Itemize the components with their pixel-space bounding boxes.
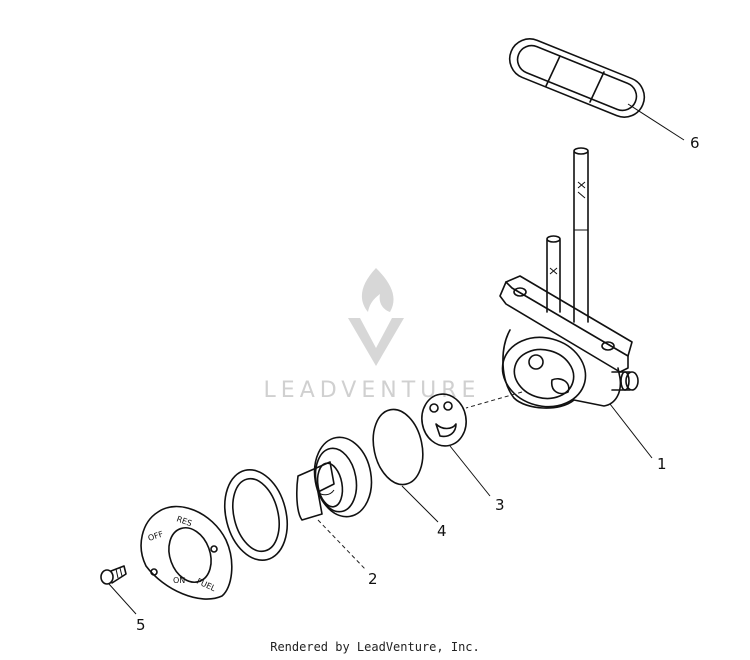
callout-4: 4 [437, 522, 447, 540]
footer-credit: Rendered by LeadVenture, Inc. [270, 640, 480, 654]
leader-lines [108, 103, 685, 615]
watermark-flame-icon [361, 268, 394, 312]
part-6-filter-gasket [508, 38, 646, 118]
part-4-o-ring [372, 408, 424, 486]
callout-2: 2 [368, 570, 378, 588]
watermark-v-icon [348, 318, 404, 366]
callout-5: 5 [136, 616, 146, 634]
fuel-plate: RES OFF ON FUEL [140, 505, 233, 600]
watermark-brand: LEADVENTURE [264, 378, 481, 403]
leadventure-watermark: LEADVENTURE [264, 268, 481, 403]
callout-3: 3 [495, 496, 505, 514]
callout-numbers: 6 1 3 4 2 5 [136, 134, 700, 634]
callout-6: 6 [690, 134, 700, 152]
part-2-lever [296, 436, 373, 521]
plate-label-on: ON [173, 576, 185, 585]
plate-label-off: OFF [147, 529, 165, 542]
lever-gasket [224, 468, 288, 562]
part-5-screw [100, 565, 127, 585]
plate-label-res: RES [175, 514, 193, 528]
part-1-fuel-cock-body [499, 147, 639, 409]
plate-label-fuel: FUEL [195, 577, 217, 594]
part-3-valve-seal [421, 393, 467, 447]
callout-1: 1 [657, 455, 667, 473]
